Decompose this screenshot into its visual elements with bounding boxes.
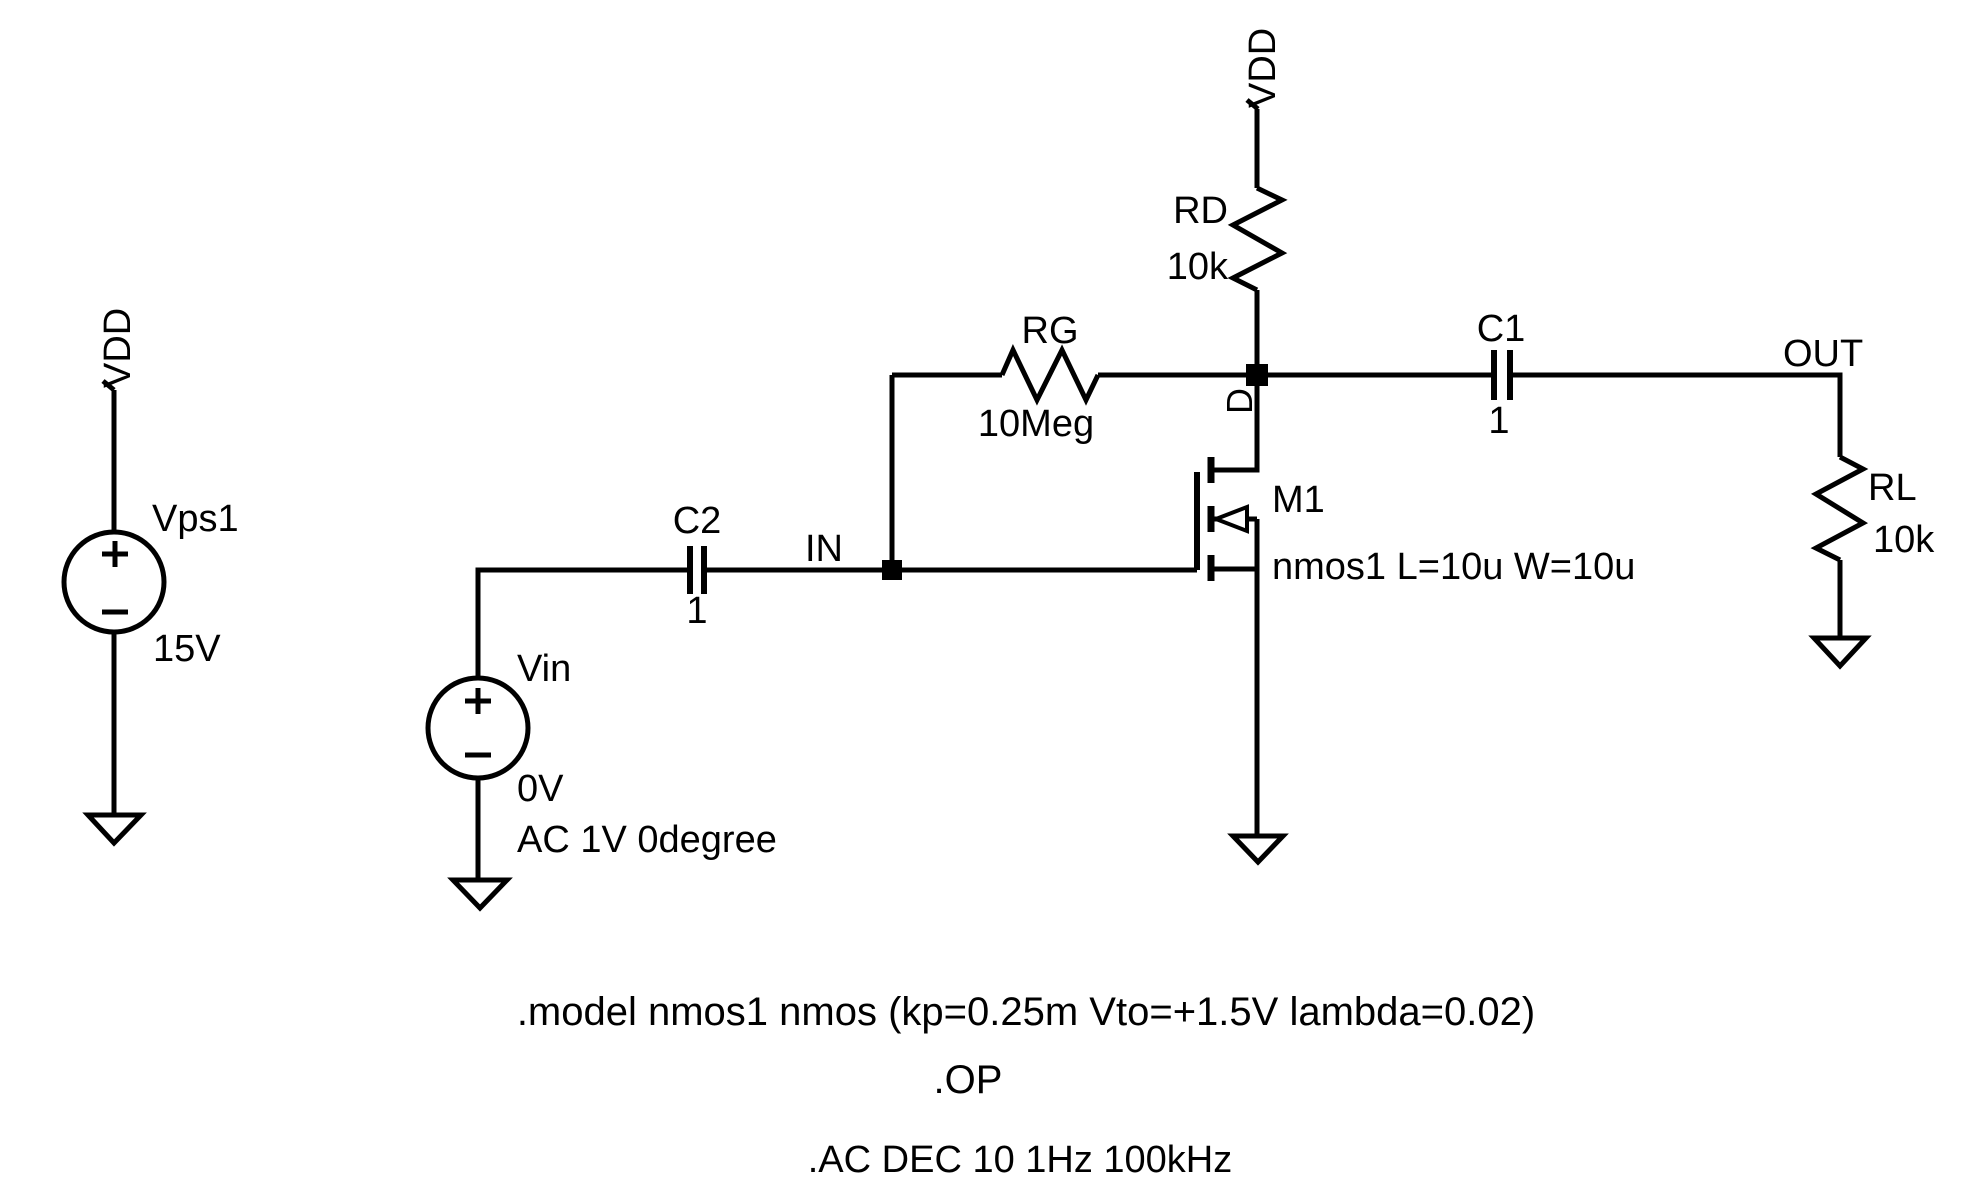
resistor-rg[interactable]: RG 10Meg: [892, 310, 1246, 445]
drain-net-label[interactable]: D: [1219, 388, 1260, 414]
m1-drain-stub: [1214, 386, 1260, 473]
m1-ref-label[interactable]: M1: [1272, 479, 1325, 521]
c2-value-label[interactable]: 1: [686, 590, 707, 632]
c1-ref-label[interactable]: C1: [1477, 308, 1526, 350]
vdd-left-label[interactable]: VDD: [97, 308, 139, 388]
vdd-top-flag-tick-icon: [1245, 98, 1260, 111]
rg-zigzag-icon: [999, 344, 1101, 406]
out-net-label[interactable]: OUT: [1783, 333, 1863, 375]
rg-value-label[interactable]: 10Meg: [978, 403, 1094, 445]
ground-symbol-m1[interactable]: [1227, 833, 1289, 866]
rd-zigzag-icon: [1227, 185, 1288, 293]
plus-icon: [465, 688, 491, 714]
rl-ref-label[interactable]: RL: [1868, 467, 1917, 509]
in-net-label[interactable]: IN: [805, 528, 843, 570]
rg-ref-label[interactable]: RG: [1022, 310, 1079, 352]
directive-op[interactable]: .OP: [934, 1058, 1003, 1102]
vps1-ref-label[interactable]: Vps1: [152, 498, 239, 540]
ground-symbol-vin[interactable]: [447, 877, 513, 912]
vdd-left-flag-tick-icon: [101, 379, 116, 392]
directive-ac[interactable]: .AC DEC 10 1Hz 100kHz: [808, 1139, 1233, 1181]
plus-icon: [102, 541, 128, 567]
m1-bulk-arrow-icon: [1210, 504, 1249, 534]
c2-ref-label[interactable]: C2: [673, 500, 722, 542]
resistor-rd[interactable]: RD 10k: [1167, 109, 1288, 364]
vin-ac-spec-label[interactable]: AC 1V 0degree: [517, 819, 777, 861]
vdd-top-net-flag[interactable]: VDD: [1242, 28, 1284, 111]
capacitor-c2[interactable]: C2 1: [673, 500, 722, 632]
vdd-left-net-flag[interactable]: VDD: [97, 308, 139, 392]
resistor-rl[interactable]: RL 10k: [1810, 454, 1935, 638]
rd-ref-label[interactable]: RD: [1173, 190, 1228, 232]
directive-model[interactable]: .model nmos1 nmos (kp=0.25m Vto=+1.5V la…: [517, 990, 1535, 1034]
c1-value-label[interactable]: 1: [1488, 400, 1509, 442]
vps1-value-label[interactable]: 15V: [153, 628, 221, 670]
junction-dot-drain: [1246, 364, 1268, 386]
vin-ref-label[interactable]: Vin: [517, 648, 571, 690]
ground-symbol-rl[interactable]: [1808, 635, 1872, 670]
rl-value-label[interactable]: 10k: [1873, 519, 1935, 561]
rd-value-label[interactable]: 10k: [1167, 246, 1229, 288]
capacitor-c1[interactable]: C1 1: [1477, 308, 1526, 442]
junction-dot-in: [882, 560, 902, 580]
vdd-top-label[interactable]: VDD: [1242, 28, 1284, 108]
ground-symbol-vps1[interactable]: [82, 812, 147, 847]
wire-c1-to-rl[interactable]: [1510, 372, 1843, 457]
m1-model-label[interactable]: nmos1 L=10u W=10u: [1272, 546, 1635, 588]
wire-vin-to-c2[interactable]: [475, 567, 690, 678]
mosfet-m1[interactable]: M1 nmos1 L=10u W=10u: [1194, 386, 1635, 588]
rl-zigzag-icon: [1810, 454, 1869, 563]
vin-value-label[interactable]: 0V: [517, 768, 564, 810]
voltage-source-vps1[interactable]: Vps1 15V: [61, 498, 239, 670]
